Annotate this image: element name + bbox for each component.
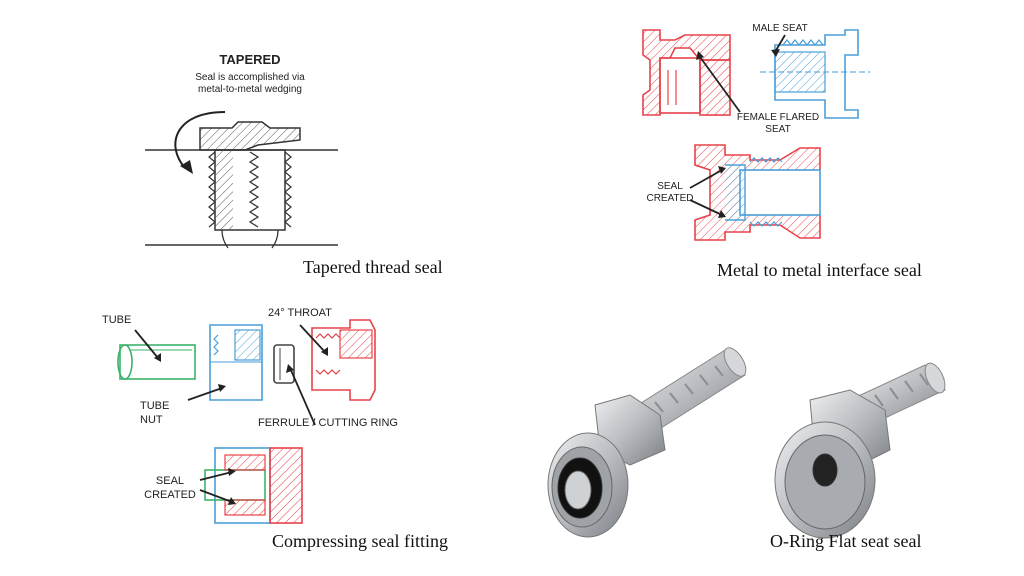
- compress-drawing: [117, 319, 376, 524]
- male-fitting-image: [547, 347, 747, 538]
- metal-caption: Metal to metal interface seal: [717, 260, 922, 280]
- oring-caption: O-Ring Flat seat seal: [770, 531, 922, 551]
- tapered-thread-drawing: [145, 111, 338, 249]
- female-flared-label-line1: FEMALE FLARED: [736, 112, 820, 123]
- tapered-note-line2: metal-to-metal wedging: [198, 84, 302, 95]
- ferrule-label: FERRULE / CUTTING RING: [258, 417, 398, 429]
- compress-seal-label-line2: CREATED: [144, 489, 196, 501]
- tapered-note-line1: Seal is accomplished via: [195, 72, 305, 83]
- male-seat-label: MALE SEAT: [752, 23, 808, 34]
- tapered-caption: Tapered thread seal: [303, 257, 443, 277]
- metal-interface-panel: MALE SEAT FEMALE FLARED SEAT SEAL CREATE…: [600, 0, 1024, 290]
- throat-label: 24° THROAT: [268, 307, 332, 319]
- tapered-heading: TAPERED: [219, 52, 281, 67]
- tube-label: TUBE: [102, 314, 132, 326]
- compress-seal-label-line1: SEAL: [155, 475, 185, 487]
- tube-nut-label-line1: TUBE: [140, 400, 170, 412]
- metal-seal-label-line2: CREATED: [646, 193, 694, 204]
- female-flared-label-line2: SEAT: [765, 124, 791, 135]
- compress-panel: TUBE 24° THROAT TUBE NUT FERRULE / CUTTI…: [0, 290, 520, 576]
- tapered-thread-panel: TAPERED Seal is accomplished via metal-t…: [0, 0, 520, 290]
- oring-panel: O-Ring Flat seat seal: [520, 290, 1024, 576]
- oring-fittings-drawing: [547, 347, 946, 539]
- female-fitting-image: [774, 362, 946, 539]
- tube-nut-label-line2: NUT: [140, 414, 163, 426]
- metal-seal-label-line1: SEAL: [657, 181, 683, 192]
- metal-interface-drawing: [642, 29, 870, 241]
- compress-caption: Compressing seal fitting: [272, 531, 448, 551]
